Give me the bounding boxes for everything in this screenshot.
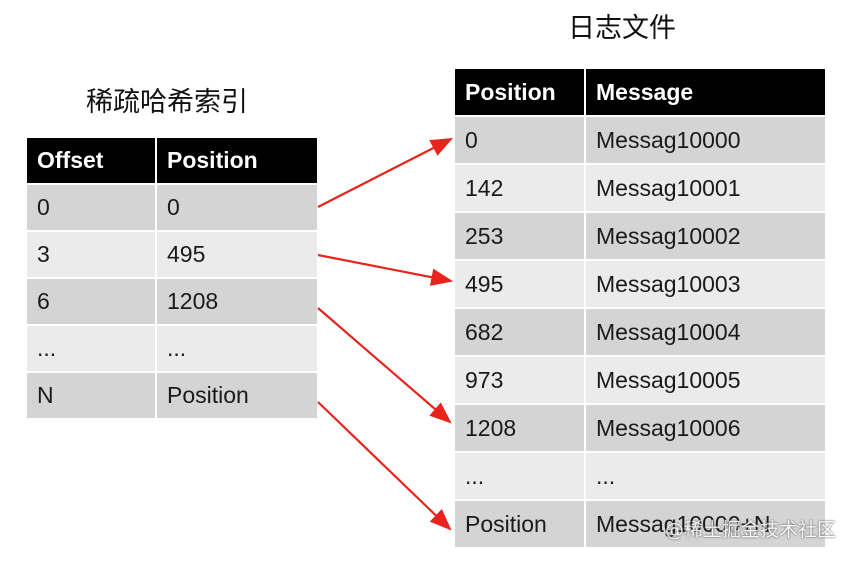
index-offset-cell: 3 xyxy=(27,232,155,277)
index-row: ... ... xyxy=(27,326,317,371)
arrow-offset-0 xyxy=(317,137,453,208)
log-message-cell: Messag10005 xyxy=(586,357,825,403)
log-position-cell: 142 xyxy=(455,165,584,211)
log-row: 682 Messag10004 xyxy=(455,309,825,355)
watermark: @稀土掘金技术社区 xyxy=(664,519,836,541)
log-position-cell: 0 xyxy=(455,117,584,163)
index-position-cell: 1208 xyxy=(157,279,317,324)
index-position-cell: 0 xyxy=(157,185,317,230)
log-row: Position Messag10000+N xyxy=(455,501,825,547)
index-header-position: Position xyxy=(157,138,317,183)
log-row: 142 Messag10001 xyxy=(455,165,825,211)
log-header-message: Message xyxy=(586,69,825,115)
arrow-offset-3 xyxy=(317,253,454,286)
log-header-position: Position xyxy=(455,69,584,115)
log-position-cell: 253 xyxy=(455,213,584,259)
log-row: 1208 Messag10006 xyxy=(455,405,825,451)
log-position-cell: 495 xyxy=(455,261,584,307)
log-message-cell: Messag10006 xyxy=(586,405,825,451)
sparse-index-title: 稀疏哈希索引 xyxy=(86,87,248,118)
log-position-cell: 682 xyxy=(455,309,584,355)
log-message-cell: Messag10000 xyxy=(586,117,825,163)
log-row: 0 Messag10000 xyxy=(455,117,825,163)
log-position-cell: 973 xyxy=(455,357,584,403)
arrow-offset-6 xyxy=(317,307,452,424)
sparse-index-table: Offset Position 0 0 3 495 6 1208 ... ...… xyxy=(25,136,319,420)
index-position-cell: ... xyxy=(157,326,317,371)
log-row: 973 Messag10005 xyxy=(455,357,825,403)
index-header-offset: Offset xyxy=(27,138,155,183)
log-message-cell: Messag10002 xyxy=(586,213,825,259)
log-file-table: Position Message 0 Messag10000 142 Messa… xyxy=(453,67,827,549)
index-position-cell: 495 xyxy=(157,232,317,277)
log-message-cell: ... xyxy=(586,453,825,499)
log-message-cell: Messag10001 xyxy=(586,165,825,211)
index-position-cell: Position xyxy=(157,373,317,418)
log-row: 495 Messag10003 xyxy=(455,261,825,307)
arrow-offset-n xyxy=(317,401,452,531)
log-position-cell: ... xyxy=(455,453,584,499)
index-row: 3 495 xyxy=(27,232,317,277)
log-position-cell: Position xyxy=(455,501,584,547)
log-message-cell: Messag10000+N xyxy=(586,501,825,547)
index-row: 6 1208 xyxy=(27,279,317,324)
log-position-cell: 1208 xyxy=(455,405,584,451)
log-message-cell: Messag10004 xyxy=(586,309,825,355)
log-row: 253 Messag10002 xyxy=(455,213,825,259)
index-row: 0 0 xyxy=(27,185,317,230)
index-offset-cell: N xyxy=(27,373,155,418)
index-header-row: Offset Position xyxy=(27,138,317,183)
log-row: ... ... xyxy=(455,453,825,499)
index-offset-cell: ... xyxy=(27,326,155,371)
log-message-cell: Messag10003 xyxy=(586,261,825,307)
index-row: N Position xyxy=(27,373,317,418)
log-header-row: Position Message xyxy=(455,69,825,115)
index-offset-cell: 6 xyxy=(27,279,155,324)
index-offset-cell: 0 xyxy=(27,185,155,230)
log-file-title: 日志文件 xyxy=(568,13,676,44)
